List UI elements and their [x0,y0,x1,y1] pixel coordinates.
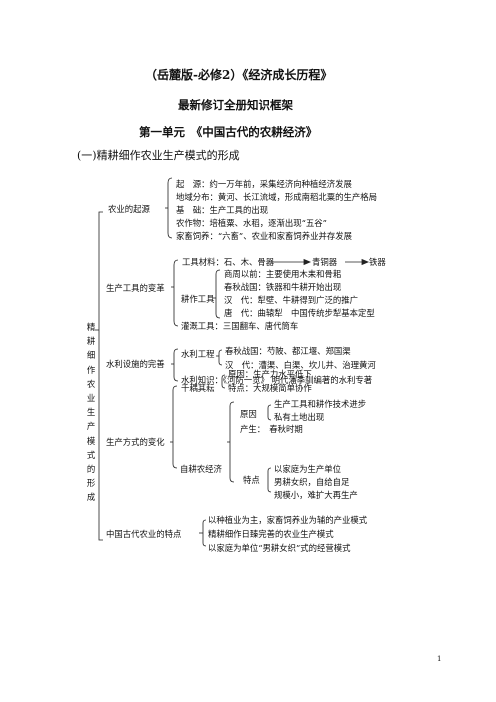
section-title: (一)精耕细作农业生产模式的形成 [77,149,240,162]
document-subtitle: 最新修订全册知识框架 [178,98,293,112]
origin-item: 基 础：生产工具的出现 [176,205,269,215]
farm-tools-item: 唐 代：曲辕犁 中国传统步犁基本定型 [224,308,375,318]
collective-item: 原因：生产力水平低下 [228,369,312,379]
summary-item: 精耕细作日臻完善的农业生产模式 [208,529,334,539]
tools-label: 生产工具的变革 [106,283,165,293]
unit-heading: 第一单元 《中国古代的农耕经济》 [139,125,318,139]
feature-item: 以家庭为生产单位 [274,464,341,474]
production-label: 生产方式的变化 [106,437,165,447]
origin-label: 农业的起源 [108,204,150,214]
feature-label: 特点 [243,475,260,485]
reason-label: 原因 [240,409,257,419]
feature-item: 规模小，难扩大再生产 [274,490,358,500]
tools-materials-iron: 铁器 [369,257,386,267]
collective-item: 特点：大规模简单协作 [228,383,312,393]
origin-item: 地域分布：黄河、长江流域，形成南稻北粟的生产格局 [176,192,377,202]
root-label: 精耕细作农业生产模式的形成 [86,322,96,503]
document-title: （岳麓版-必修2）《经济成长历程》 [145,68,333,82]
water-projects-label: 水利工程 [181,349,215,359]
origin-item: 农作物：培植粟、水稻，逐渐出现“五谷” [176,218,327,228]
emerged-item: 产生： 春秋时期 [240,424,303,434]
farm-tools-item: 汉 代：犁壁、牛耕得到广泛的推广 [224,295,358,305]
collective-label: 千耦其耘 [181,383,215,393]
tools-materials-bronze: 青铜器 [312,257,338,267]
origin-item: 起 源：约一万年前，采集经济向种植经济发展 [176,179,352,189]
farm-tools-item: 春秋战国：铁器和牛耕开始出现 [224,282,342,292]
summary-item: 以种植业为主，家畜饲养业为辅的产业模式 [208,515,368,525]
water-project-item: 汉 代：漕渠、白渠、坎儿井、治理黄河 [225,360,376,370]
irrigation-tools: 灌溉工具：三国翻车、唐代筒车 [181,321,299,331]
farm-tools-item: 商周以前：主要使用木耒和骨耜 [224,269,342,279]
tools-materials: 工具材料：石、木、骨器 [182,257,275,267]
feature-item: 男耕女织，自给自足 [274,477,350,487]
page-number: 1 [437,655,442,663]
water-project-item: 春秋战国：芍陂、都江堰、郑国渠 [225,346,351,356]
origin-item: 家畜饲养：“六畜”、农业和家畜饲养业并存发展 [176,231,353,241]
summary-label: 中国古代农业的特点 [106,529,182,539]
water-knowledge: 水利知识：《河防一览》 明代潘季驯编著的水利专著 [181,375,373,385]
reason-item: 私有土地出现 [274,412,325,422]
summary-item: 以家庭为单位“男耕女织”式的经营模式 [208,543,351,553]
farm-tools-label: 耕作工具 [181,294,215,304]
reason-item: 生产工具和耕作技术进步 [274,399,367,409]
smallholder-label: 自耕农经济 [180,464,222,474]
water-label: 水利设施的完善 [106,359,165,369]
